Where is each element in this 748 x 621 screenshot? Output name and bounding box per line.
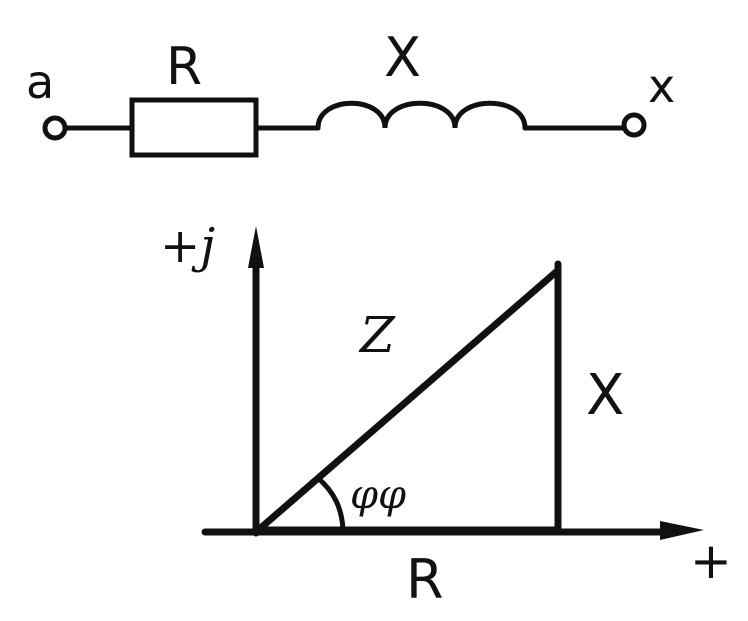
resistor [129, 97, 259, 158]
series-circuit: a R X x [26, 26, 675, 158]
imag-axis-label: +j [160, 218, 215, 274]
side-x-label: X [586, 363, 624, 428]
angle-arc [315, 475, 346, 533]
real-axis-arrowhead [660, 521, 704, 540]
hypotenuse-label: Z [358, 306, 396, 364]
terminal-a [42, 115, 68, 141]
inductor-label: X [384, 26, 421, 89]
imag-axis-arrowhead [248, 226, 264, 268]
resistor-label: R [166, 37, 202, 97]
impedance-triangle: +j + Z X R φφ [160, 218, 732, 611]
inductor-coil [315, 100, 528, 131]
real-axis-label: + [690, 532, 732, 590]
angle-label: φφ [350, 472, 406, 518]
terminal-x [621, 112, 647, 138]
base-r-label: R [406, 548, 444, 611]
hypotenuse-z [252, 268, 560, 536]
terminal-a-label: a [26, 55, 54, 109]
terminal-x-label: x [648, 59, 675, 113]
